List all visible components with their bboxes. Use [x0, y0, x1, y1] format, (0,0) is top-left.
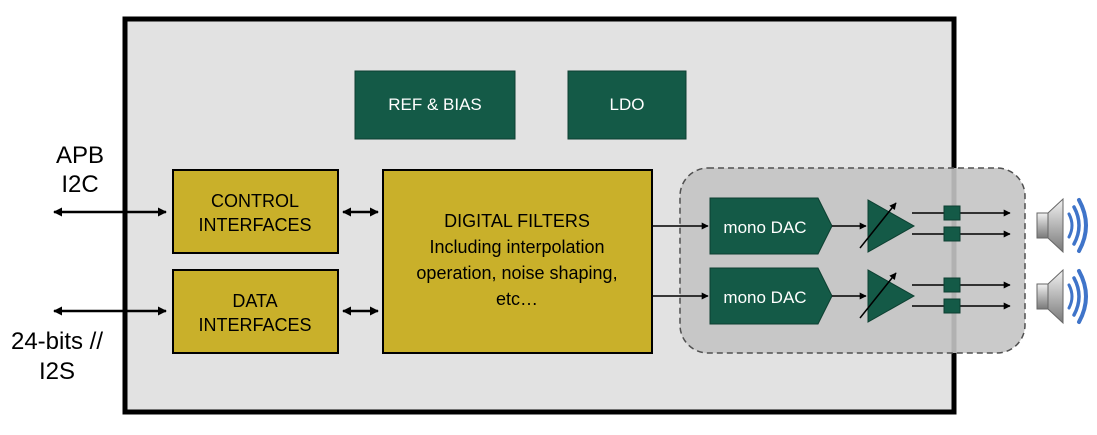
data-label-line2: INTERFACES: [198, 315, 311, 335]
i2c-label: I2C: [61, 171, 98, 198]
control-label-line1: CONTROL: [211, 191, 299, 211]
mono-dac-top-block: mono DAC: [709, 197, 833, 255]
speaker-icon: [1036, 268, 1088, 325]
amplifier-icon: [859, 199, 916, 253]
digital-filters-block: DIGITAL FILTERS Including interpolation …: [382, 169, 653, 354]
output-pin: [943, 226, 961, 242]
bits-label: 24-bits //: [11, 328, 103, 355]
control-label-line2: INTERFACES: [198, 215, 311, 235]
output-pin: [943, 298, 961, 314]
data-interfaces-block: DATA INTERFACES: [172, 269, 339, 354]
speaker-icon: [1036, 197, 1088, 254]
filters-line4: etc…: [496, 289, 538, 309]
sound-waves-icon: [1067, 269, 1088, 324]
ldo-label: LDO: [610, 95, 645, 114]
filters-line2: Including interpolation: [429, 237, 604, 257]
apb-label: APB: [56, 142, 104, 169]
amplifier-icon: [859, 269, 916, 323]
filters-title: DIGITAL FILTERS: [444, 211, 590, 231]
ref-bias-block: REF & BIAS: [354, 70, 516, 140]
ldo-block: LDO: [567, 70, 687, 140]
sound-waves-icon: [1067, 198, 1088, 253]
output-pin: [943, 205, 961, 221]
analog-output-region: [679, 167, 1026, 354]
dac-top-label: mono DAC: [723, 218, 806, 237]
dac-bottom-label: mono DAC: [723, 288, 806, 307]
ref-bias-label: REF & BIAS: [388, 95, 482, 114]
data-label-line1: DATA: [232, 291, 277, 311]
i2s-label: I2S: [39, 358, 75, 385]
control-interfaces-block: CONTROL INTERFACES: [172, 169, 339, 254]
output-pin: [943, 277, 961, 293]
mono-dac-bottom-block: mono DAC: [709, 267, 833, 325]
filters-line3: operation, noise shaping,: [416, 263, 617, 283]
